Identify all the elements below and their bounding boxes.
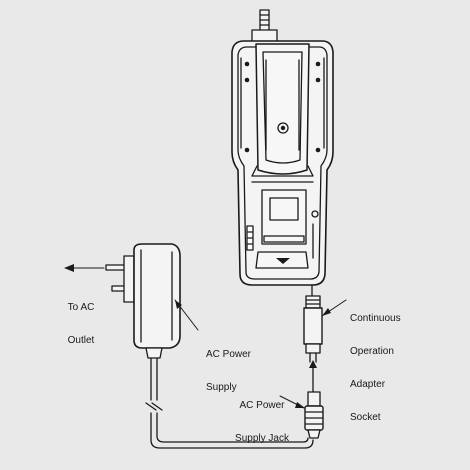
label-ac-power-supply-jack: AC Power Supply Jack <box>226 378 298 466</box>
label-ac-power-supply: AC Power Supply <box>206 327 276 415</box>
continuous-operation-adapter-socket <box>303 284 323 363</box>
bottom-cap <box>255 251 309 269</box>
label-continuous-operation-adapter-socket: Continuous Operation Adapter Socket <box>350 291 430 445</box>
label-line: Supply <box>206 382 237 393</box>
label-line: Outlet <box>67 335 95 346</box>
body-screws <box>244 61 321 153</box>
label-line: Socket <box>350 412 381 423</box>
clip-hinge <box>251 165 314 183</box>
belt-clip <box>255 43 310 175</box>
battery-compartment <box>246 189 319 259</box>
label-line: AC Power <box>206 349 252 360</box>
label-line: To AC <box>67 302 95 313</box>
callout-leaders <box>64 264 347 409</box>
label-to-ac-outlet: To AC Outlet <box>56 280 106 368</box>
side-grips <box>240 57 325 149</box>
inlet-nozzle <box>251 9 278 43</box>
label-line: Continuous <box>350 313 401 324</box>
ac-power-supply-adapter <box>105 243 181 359</box>
label-line: AC Power <box>239 400 285 411</box>
adapter-prongs <box>105 255 135 303</box>
ac-power-supply-jack <box>304 364 324 439</box>
power-cable <box>145 351 314 449</box>
label-line: Adapter <box>350 379 386 390</box>
label-line: Supply Jack <box>235 433 289 444</box>
label-line: Operation <box>350 346 394 357</box>
gas-monitor-instrument <box>231 9 334 286</box>
